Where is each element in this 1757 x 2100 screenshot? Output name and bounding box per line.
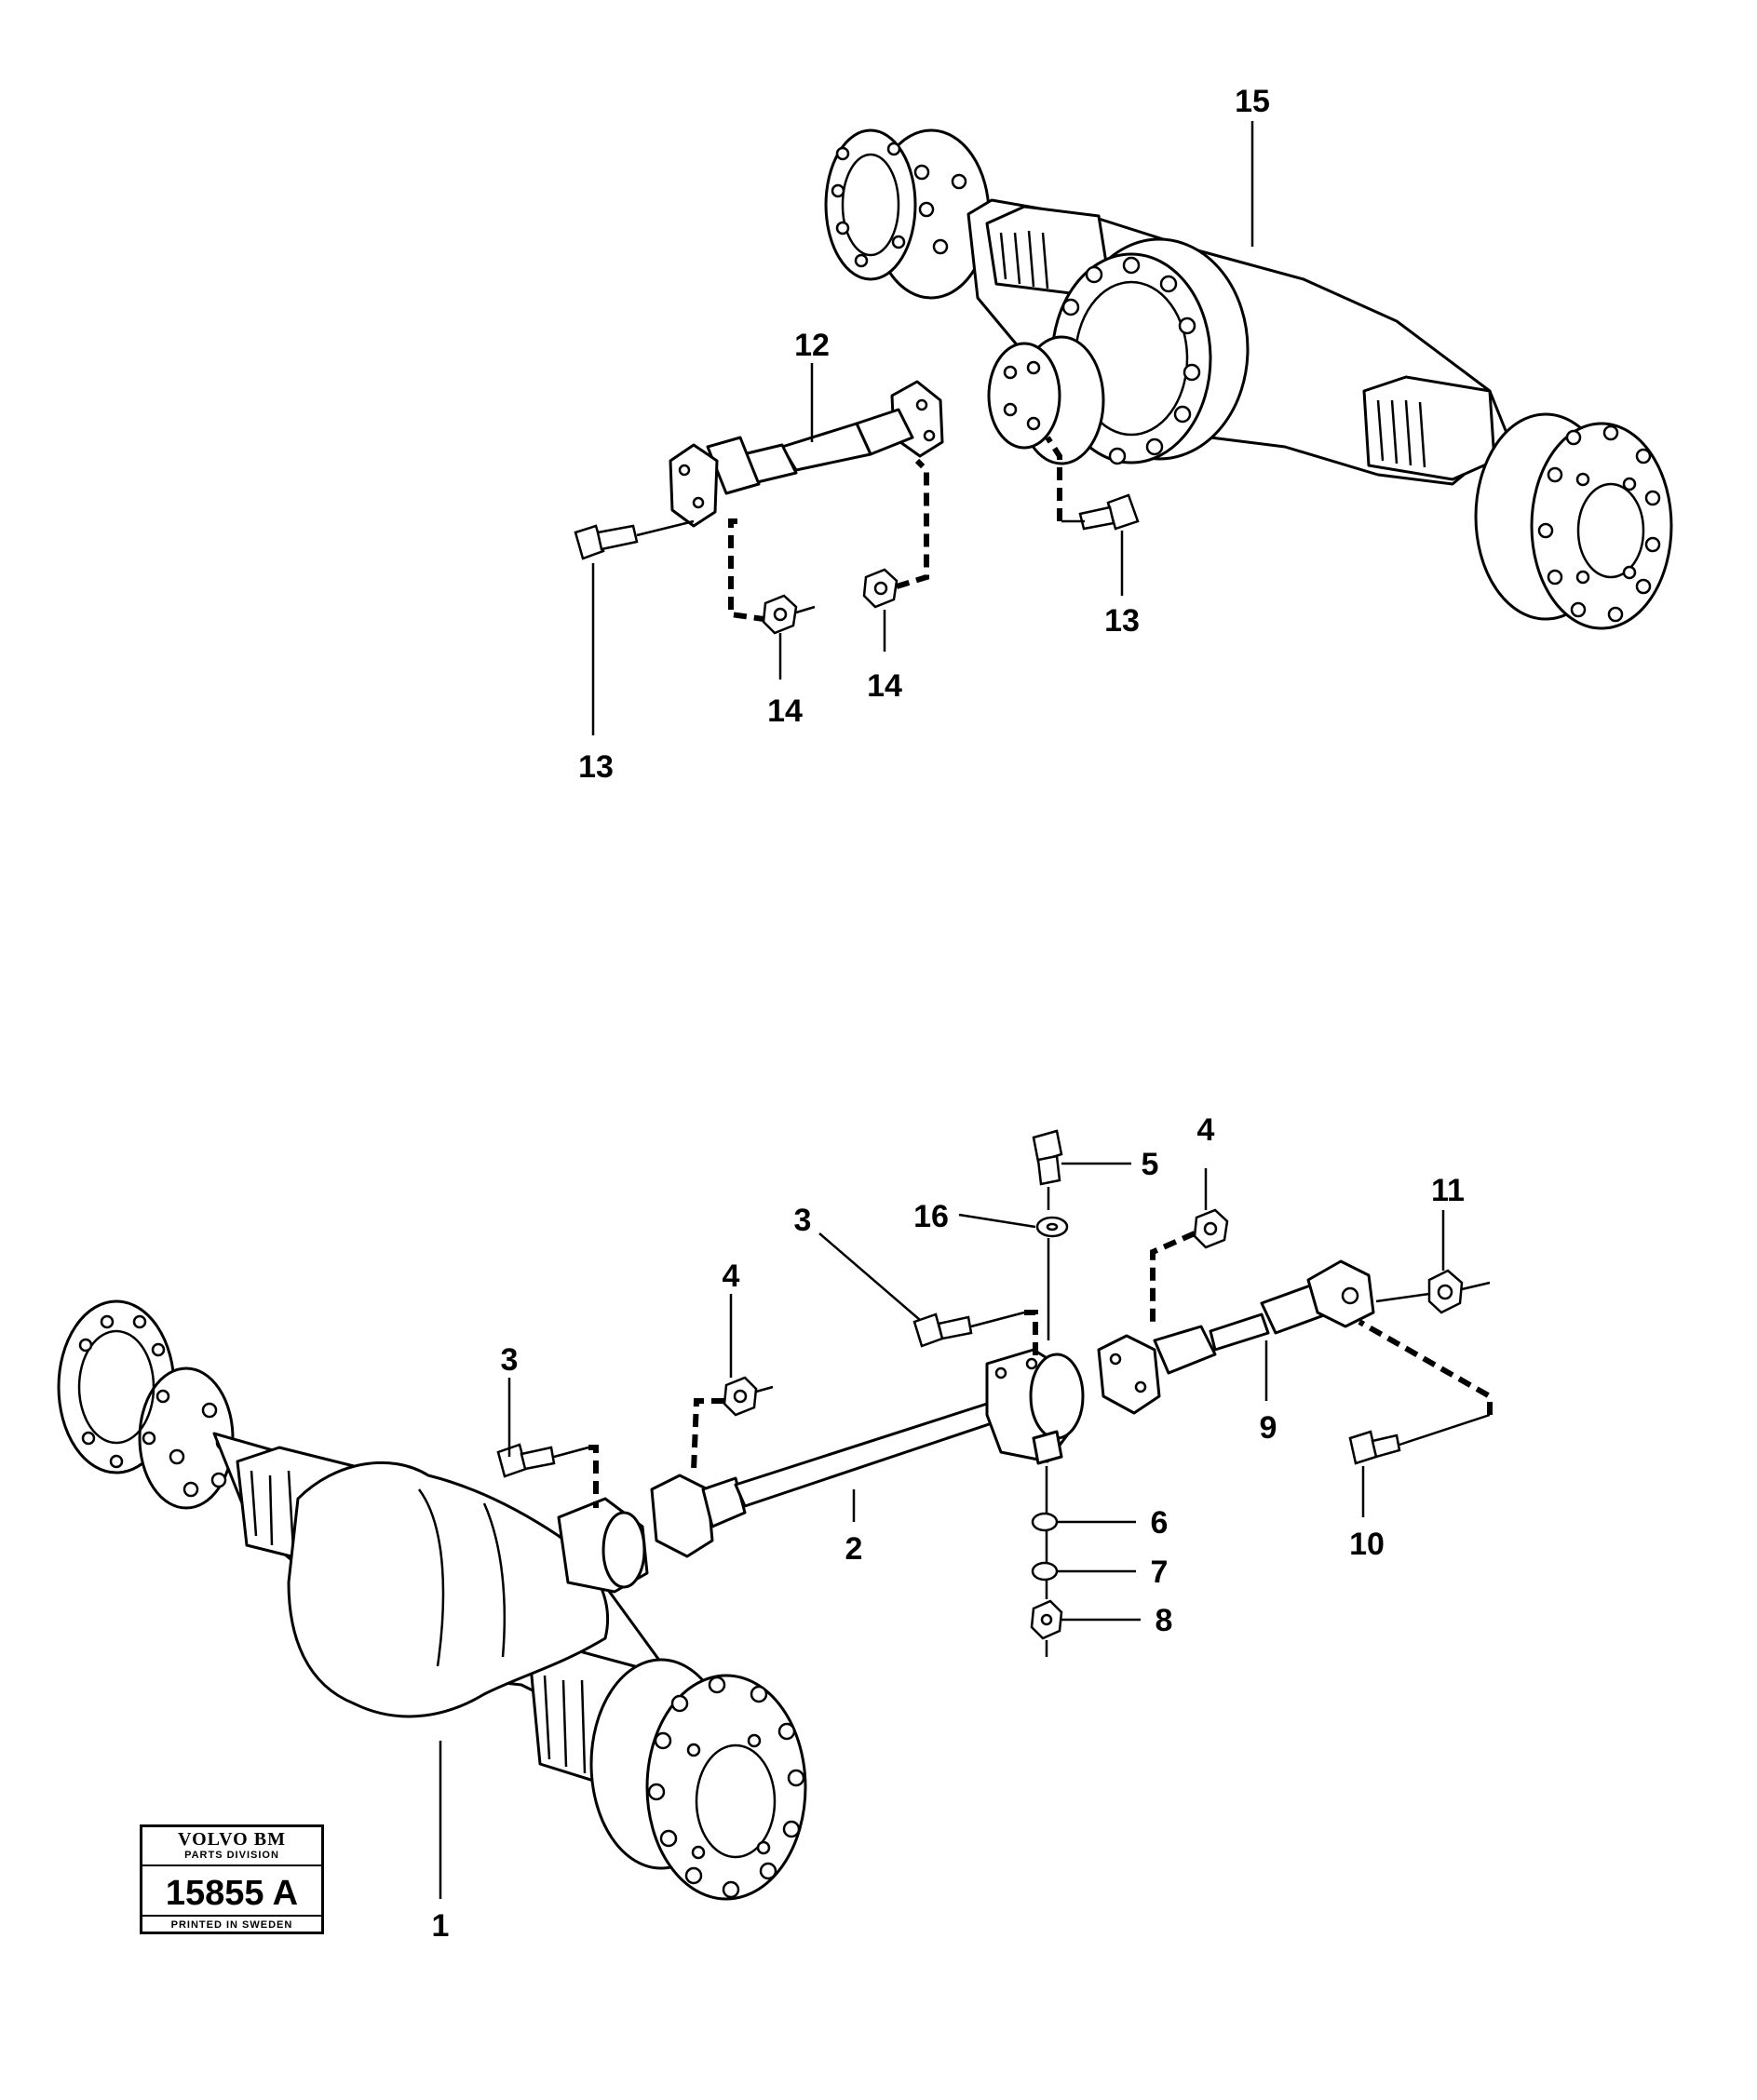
callout-1: 1 xyxy=(432,1908,450,1944)
callout-16: 16 xyxy=(913,1199,949,1234)
front-axle-assembly xyxy=(57,1299,807,1901)
callout-9: 9 xyxy=(1260,1410,1277,1446)
washer-6 xyxy=(1031,1512,1059,1532)
middle-propshaft xyxy=(1097,1259,1375,1415)
callout-13-right: 13 xyxy=(1104,603,1140,639)
callout-7: 7 xyxy=(1151,1555,1169,1590)
bolt-13-left xyxy=(574,524,639,560)
stamp-divider-bottom xyxy=(142,1915,321,1917)
bolt-13-right xyxy=(1078,493,1140,531)
parts-division-stamp: VOLVO BM PARTS DIVISION 15855 A PRINTED … xyxy=(140,1824,324,1934)
callout-13-left: 13 xyxy=(578,749,614,785)
stamp-division: PARTS DIVISION xyxy=(184,1850,279,1861)
rear-axle-pinion-flange xyxy=(987,335,1105,465)
callout-5: 5 xyxy=(1142,1147,1159,1182)
rear-axle-left-hub xyxy=(824,128,991,300)
upper-propshaft-front-flange xyxy=(669,443,719,528)
callout-4-left: 4 xyxy=(723,1259,740,1294)
support-bearing xyxy=(985,1348,1085,1465)
washer-7 xyxy=(1031,1561,1059,1582)
nut-14-left xyxy=(762,594,798,635)
rear-axle-assembly xyxy=(824,128,1673,630)
front-propshaft xyxy=(650,1378,1040,1558)
callout-4-right: 4 xyxy=(1197,1112,1215,1148)
stamp-drawing-number: 15855 A xyxy=(165,1874,299,1913)
washer-16 xyxy=(1035,1216,1069,1238)
bolt-5 xyxy=(1032,1129,1063,1186)
nut-14-right xyxy=(862,568,899,609)
bolt-3-right xyxy=(912,1312,973,1348)
front-axle-left-hub xyxy=(57,1299,235,1510)
nut-8 xyxy=(1030,1599,1063,1640)
nut-11 xyxy=(1427,1269,1464,1314)
middle-propshaft-flange xyxy=(1097,1334,1161,1415)
callout-14-right: 14 xyxy=(867,668,902,704)
callout-8: 8 xyxy=(1156,1603,1173,1638)
callout-11: 11 xyxy=(1431,1173,1465,1208)
rear-axle-right-hub xyxy=(1474,412,1673,630)
nut-4-left xyxy=(723,1376,758,1417)
nut-4-right xyxy=(1193,1208,1229,1249)
front-axle-right-hub xyxy=(589,1658,807,1901)
stamp-printed-in: PRINTED IN SWEDEN xyxy=(170,1919,293,1931)
callout-6: 6 xyxy=(1151,1505,1169,1541)
rear-axle-spring-pad-right xyxy=(1362,375,1496,481)
callout-14-left: 14 xyxy=(767,693,803,729)
front-axle-differential-housing xyxy=(287,1461,610,1718)
callout-3-right: 3 xyxy=(794,1203,812,1238)
upper-propshaft xyxy=(669,380,944,528)
bolt-10 xyxy=(1348,1430,1401,1465)
callout-12: 12 xyxy=(794,328,830,363)
front-propshaft-flange xyxy=(650,1474,714,1558)
callout-2: 2 xyxy=(845,1531,863,1567)
stamp-brand: VOLVO BM xyxy=(178,1829,286,1850)
stamp-divider-top xyxy=(142,1864,321,1866)
bolt-3-left xyxy=(496,1443,556,1478)
callout-10: 10 xyxy=(1349,1527,1385,1562)
callout-15: 15 xyxy=(1235,84,1270,119)
callout-3-left: 3 xyxy=(501,1342,519,1378)
